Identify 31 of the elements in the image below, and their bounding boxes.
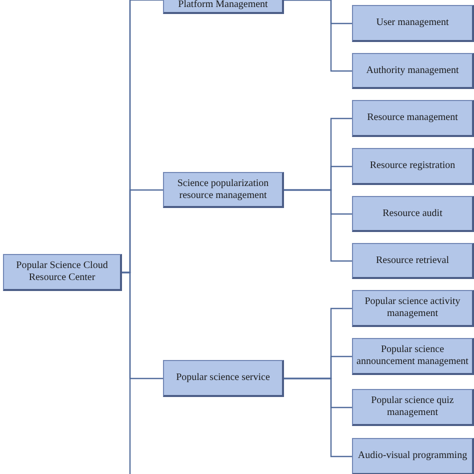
module-box <box>352 243 474 279</box>
module-box <box>352 196 474 232</box>
module-label: Popular science quiz management <box>370 395 455 419</box>
module-box <box>163 172 284 208</box>
module-label: Popular science announcement management <box>356 344 470 368</box>
module-label: Popular science activity management <box>364 296 462 320</box>
connector-line <box>284 189 352 262</box>
module-label: Audio-visual programming <box>358 450 468 462</box>
module-label: User management <box>376 17 449 29</box>
connector-line <box>284 378 352 458</box>
module-label: Platform Management <box>178 0 268 11</box>
module-box <box>352 438 474 474</box>
connector-line <box>284 0 352 72</box>
module-label: Resource management <box>367 112 458 124</box>
module-box <box>163 360 284 397</box>
module-box <box>352 148 474 185</box>
module-box <box>352 100 474 137</box>
module-box <box>352 5 474 42</box>
module-label: Resource retrieval <box>376 254 450 266</box>
module-label: Popular Science Cloud Resource Center <box>15 260 109 284</box>
module-box <box>352 338 474 375</box>
module-label: Resource audit <box>382 208 442 220</box>
connector-line <box>122 272 131 474</box>
module-label: Popular science service <box>176 372 270 384</box>
module-box <box>352 389 474 426</box>
module-label: Resource registration <box>370 160 456 172</box>
module-label: Authority management <box>366 64 459 76</box>
module-box <box>352 290 474 327</box>
module-box <box>352 53 474 89</box>
module-box <box>3 254 122 291</box>
module-label: Science popularization resource management <box>176 178 270 202</box>
